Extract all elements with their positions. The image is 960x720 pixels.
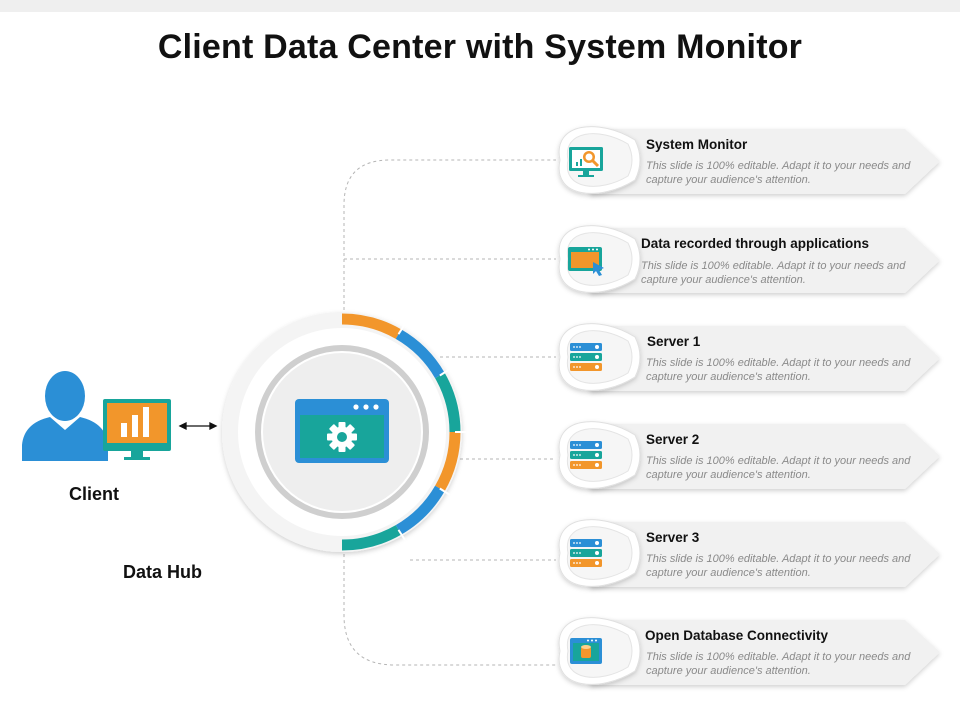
hub-arc-segment — [341, 525, 402, 551]
item-card — [558, 225, 940, 293]
slide-title: Client Data Center with System Monitor — [157, 28, 803, 66]
hub-arc-segment — [395, 485, 445, 535]
item-banner — [590, 129, 940, 194]
item-card — [558, 126, 940, 194]
item-card — [558, 323, 940, 391]
item-banner — [590, 620, 940, 685]
item-banner — [590, 424, 940, 489]
double-arrow-icon — [178, 421, 218, 431]
data-hub-label: Data Hub — [123, 562, 203, 582]
item-description: This slide is 100% editable. Adapt it to… — [646, 455, 911, 481]
item-banner — [590, 326, 940, 391]
item-description: This slide is 100% editable. Adapt it to… — [646, 160, 911, 186]
item-title: System Monitor — [646, 137, 748, 152]
hub-arc-segment — [435, 372, 461, 433]
item-title: Server 2 — [646, 432, 700, 447]
client-label: Client — [69, 484, 120, 504]
item-card — [558, 617, 940, 685]
item-description: This slide is 100% editable. Adapt it to… — [646, 651, 911, 677]
item-description: This slide is 100% editable. Adapt it to… — [646, 357, 911, 383]
server-rack-icon — [570, 441, 602, 469]
item-description: This slide is 100% editable. Adapt it to… — [646, 553, 911, 579]
monitor-search-icon — [569, 147, 603, 177]
person-icon — [22, 371, 108, 461]
hub-arc-segment — [341, 313, 402, 339]
hub-arc-segment — [435, 431, 461, 492]
item-title: Server 1 — [647, 334, 701, 349]
top-bar — [0, 0, 960, 12]
item-description: This slide is 100% editable. Adapt it to… — [641, 260, 906, 286]
server-rack-icon — [570, 343, 602, 371]
monitor-chart-icon — [103, 399, 171, 460]
item-card — [558, 421, 940, 489]
item-title: Server 3 — [646, 530, 700, 545]
hub-arc-segment — [395, 329, 445, 379]
item-banner — [590, 228, 940, 293]
database-window-icon — [570, 638, 602, 664]
item-card — [558, 519, 940, 587]
window-gear-icon — [295, 399, 389, 463]
server-rack-icon — [570, 539, 602, 567]
app-window-cursor-icon — [568, 247, 604, 276]
item-banner — [590, 522, 940, 587]
item-title: Data recorded through applications — [641, 236, 870, 251]
item-title: Open Database Connectivity — [645, 628, 829, 643]
connector-lines — [343, 159, 556, 666]
